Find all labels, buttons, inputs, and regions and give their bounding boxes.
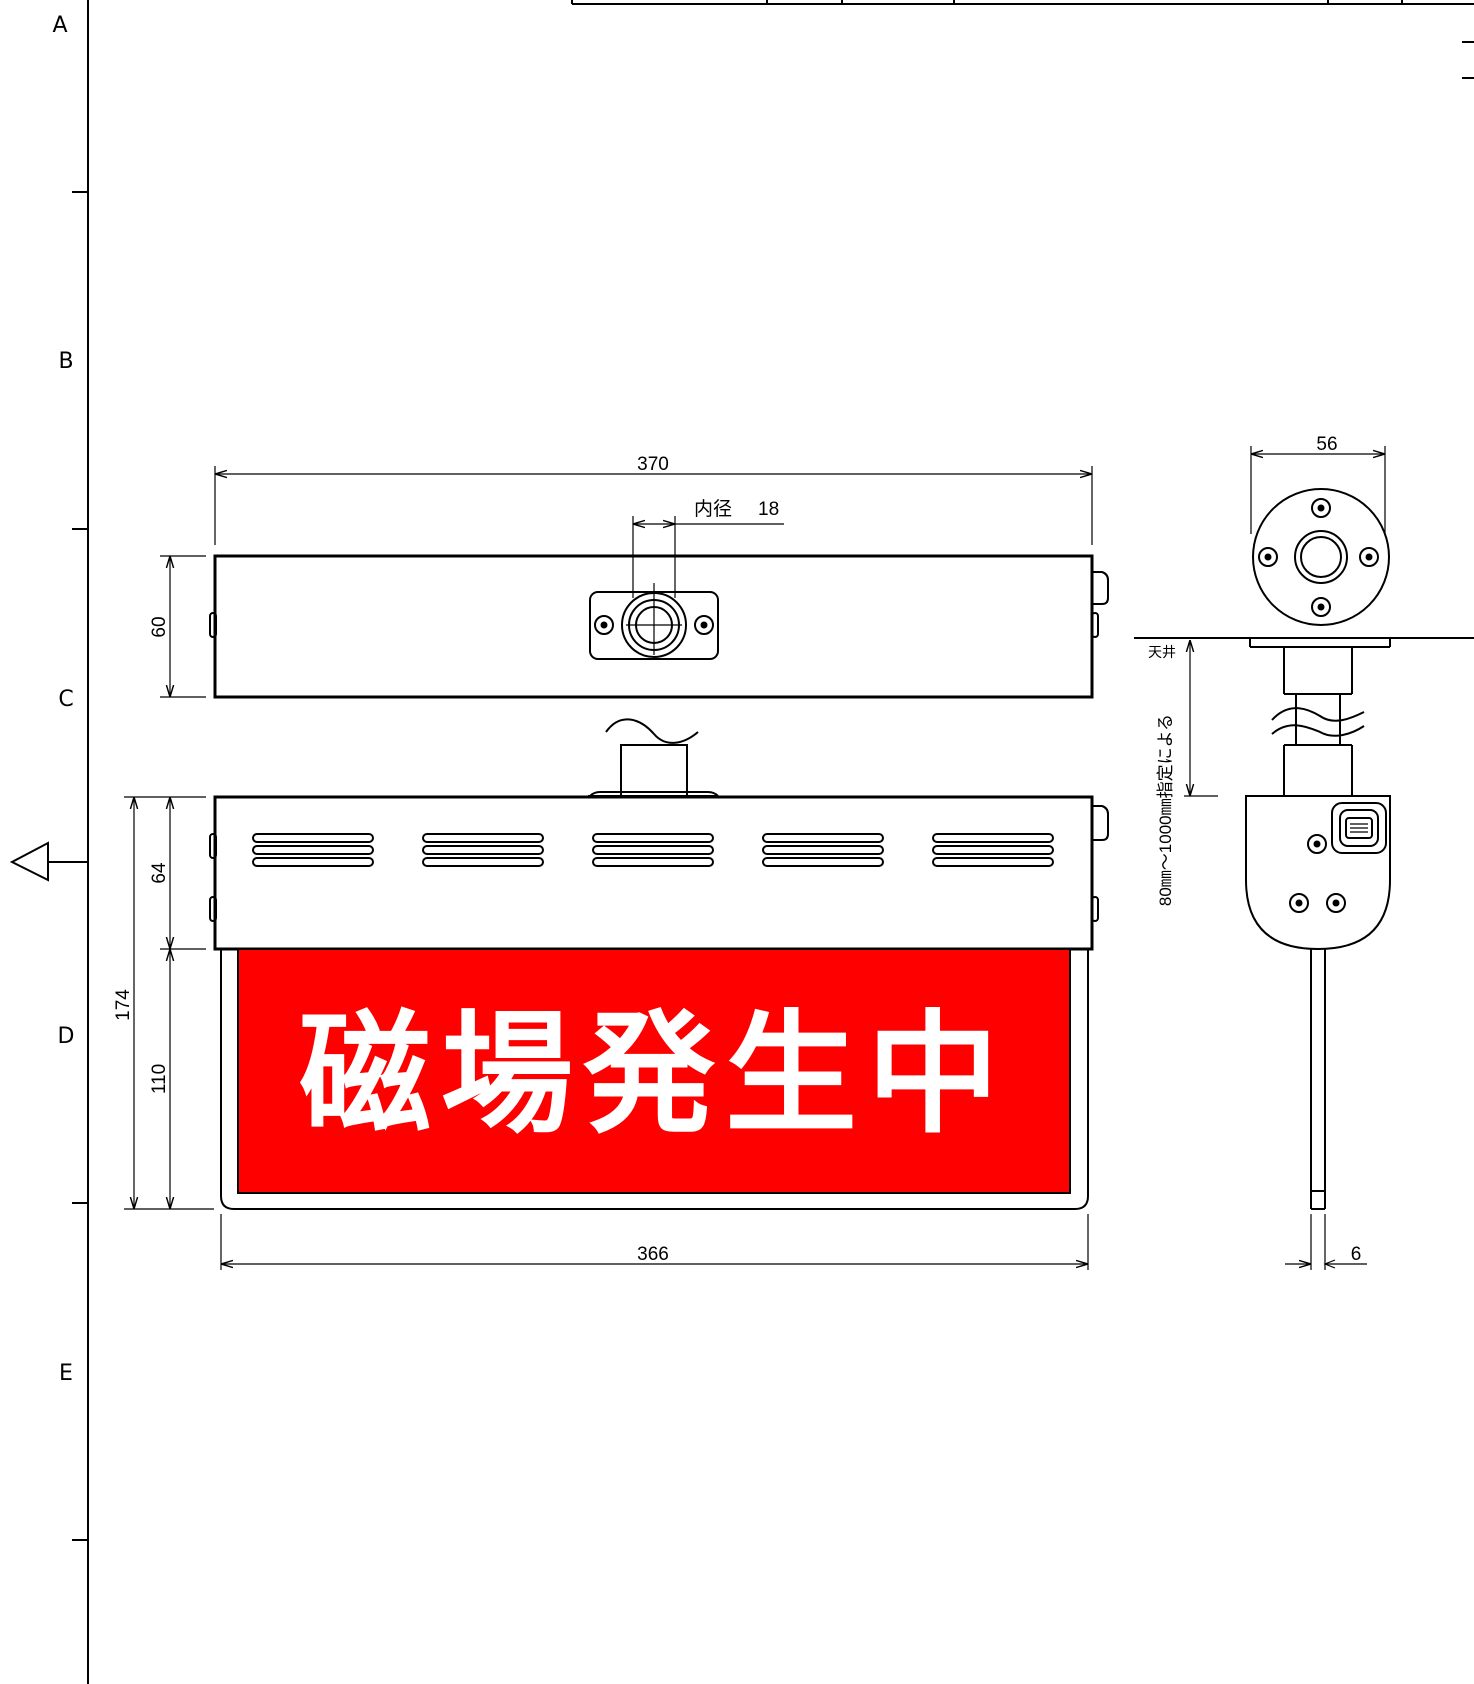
dim-64-label: 64 <box>149 862 170 884</box>
zone-label-c: C <box>58 687 73 712</box>
dim-174-label: 174 <box>113 989 134 1021</box>
dimension-side-width: 56 <box>1250 434 1386 534</box>
zone-label-e: E <box>59 1361 73 1386</box>
dimension-top-width: 370 <box>214 454 1093 545</box>
front-view: 磁場発生中 <box>209 718 1109 1210</box>
conduit-pipe <box>620 744 688 798</box>
dimension-inner-diameter: 内径 18 <box>632 498 784 598</box>
dim-6-label: 6 <box>1351 1244 1362 1265</box>
dim-370-label: 370 <box>637 454 669 475</box>
inner-diameter-value: 18 <box>758 499 779 520</box>
ceiling-flange <box>1252 488 1390 626</box>
ceiling-label: 天井 <box>1148 644 1176 660</box>
hanging-length-note: 80㎜～1000㎜指定による <box>1156 714 1175 906</box>
center-mark-arrow <box>9 841 49 882</box>
top-view <box>209 554 1109 699</box>
side-view <box>1134 488 1474 1210</box>
dimension-top-depth: 60 <box>149 555 206 698</box>
sign-panel <box>237 948 1071 1194</box>
sign-text: 磁場発生中 <box>299 998 1009 1152</box>
vent-slots <box>252 833 1054 867</box>
zone-labels: A B C D E <box>52 13 74 1386</box>
panel-frame <box>220 949 1089 1210</box>
dim-56-label: 56 <box>1316 434 1337 455</box>
zone-label-d: D <box>58 1024 75 1049</box>
zone-label-b: B <box>58 349 73 374</box>
dimension-hanging-length: 天井 80㎜～1000㎜指定による <box>1148 640 1218 906</box>
dim-366-label: 366 <box>637 1244 669 1265</box>
dimension-panel-thickness: 6 <box>1285 1214 1367 1270</box>
drawing-frame <box>9 0 1474 1684</box>
dimension-front-heights: 64 110 174 <box>113 796 214 1210</box>
housing-side <box>1245 795 1391 951</box>
inner-diameter-label: 内径 <box>694 498 732 520</box>
dim-110-label: 110 <box>149 1064 170 1094</box>
connector-outer <box>1331 802 1387 854</box>
dimension-panel-width: 366 <box>220 1214 1089 1270</box>
zone-label-a: A <box>52 13 67 38</box>
housing <box>213 795 1094 951</box>
dim-60-label: 60 <box>149 616 170 637</box>
title-block <box>571 0 1474 79</box>
